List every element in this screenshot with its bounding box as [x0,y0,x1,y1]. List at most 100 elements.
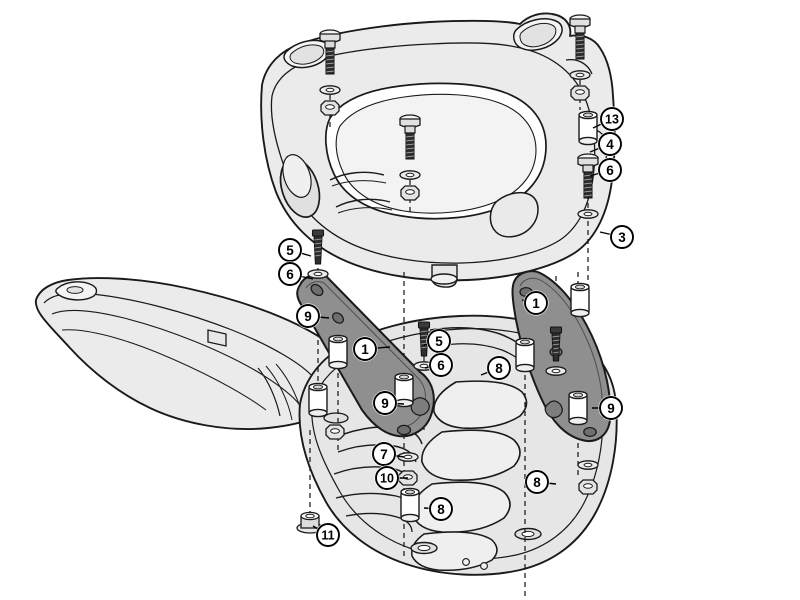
callout-number: 11 [321,529,334,543]
callout-5: 5 [277,237,312,263]
rack-hole-bottom-left-bore [417,544,431,552]
spacer-part [570,282,590,318]
rack-slot-1 [433,380,528,430]
washer-part [577,209,599,219]
rack-slot-2 [421,429,521,482]
callout-circle [598,132,622,156]
left-bracket-highlight [305,281,426,428]
rack-hole-bottom-right-bore [521,530,535,538]
callout-number: 3 [618,230,626,245]
callout-circle [429,497,453,521]
hardware-nut [325,424,345,440]
callout-8: 8 [480,355,512,381]
left-bracket-slot [410,397,430,416]
top-plate-rib-2b [337,207,393,214]
callout-number: 8 [437,502,445,517]
callout-1: 1 [352,336,391,362]
callout-number: 6 [437,358,445,373]
callout-6: 6 [424,352,454,378]
callout-1: 1 [521,290,549,316]
left-tail-arm-notch [207,329,227,347]
hardware-spacer [570,282,590,318]
callout-circle [372,442,396,466]
screw-part [311,229,325,265]
right-bracket-slot [544,400,563,419]
callout-circle [487,356,511,380]
callout-11: 11 [312,522,341,548]
washer-part [577,460,599,470]
hardware-spacer [515,337,535,373]
nut-part [320,100,340,116]
callout-number: 1 [532,296,540,311]
nut-part [570,85,590,101]
rack-left-rib-5 [345,512,413,533]
washer-part [399,170,421,180]
top-plate-rib-2 [335,198,391,208]
luggage-rack-inner-rim [311,328,604,560]
callout-number: 6 [606,163,614,178]
spacer-part [394,372,414,408]
callout-number: 8 [495,361,503,376]
callout-number: 4 [606,137,614,152]
callout-number: 9 [304,309,312,324]
right-bracket-highlight [519,277,603,419]
hardware-spacer [394,372,414,408]
right-bracket-hole-bottom [583,426,597,438]
callout-9: 9 [295,303,330,329]
callout-number: 5 [435,334,443,349]
left-bracket-hole-top [310,283,324,297]
rack-slot-4 [411,531,498,572]
washer-part [319,85,341,95]
callout-circle [525,470,549,494]
callout-number: 13 [605,113,619,127]
left-tail-arm-fold-1 [257,367,281,417]
callout-number: 8 [533,475,541,490]
top-plate-rib-1 [329,171,385,181]
rack-pin-2 [480,562,488,570]
callout-9: 9 [372,390,405,416]
spacer-part [568,390,588,426]
top-plate-stem-foot [430,273,458,285]
hardware-spacer [400,487,420,523]
callout-13: 13 [592,106,625,132]
callout-circle [316,523,340,547]
callout-number: 10 [380,472,394,486]
hardware-spacer [568,390,588,426]
callout-number: 6 [286,267,294,282]
left-bracket-hole-bottom [396,424,412,436]
callout-number: 5 [286,243,294,258]
spacer-part [400,487,420,523]
callout-6: 6 [277,261,314,287]
callout-circle [600,107,624,131]
callout-7: 7 [371,441,405,467]
callout-8: 8 [524,469,557,495]
callout-circle [375,466,399,490]
washer-part [307,269,329,279]
nut-part [400,185,420,201]
hardware-spacer [308,382,328,418]
callout-3: 3 [599,224,635,250]
part-left-tail-arm [35,277,353,430]
top-plate-right-edge-detail [565,58,593,75]
callout-9: 9 [592,395,624,421]
nut-part [578,479,598,495]
spacer-part [515,337,535,373]
rack-hole-left [323,412,349,424]
left-tail-arm-eye-hole [66,286,84,294]
left-tail-arm-fold-2 [265,365,293,421]
callout-number: 1 [361,342,369,357]
callout-circle [599,396,623,420]
top-plate-center-inner [335,93,537,214]
callout-10: 10 [374,465,408,491]
top-plate-right-handle-inner [519,22,557,48]
callout-number: 9 [607,401,615,416]
top-plate-right-pad [489,191,539,238]
callout-circle [278,238,302,262]
part-top-plate [260,12,616,288]
top-plate-rib-1b [331,180,387,187]
callout-8: 8 [423,496,454,522]
callout-circle [296,304,320,328]
top-plate-inner-rim [270,42,596,264]
